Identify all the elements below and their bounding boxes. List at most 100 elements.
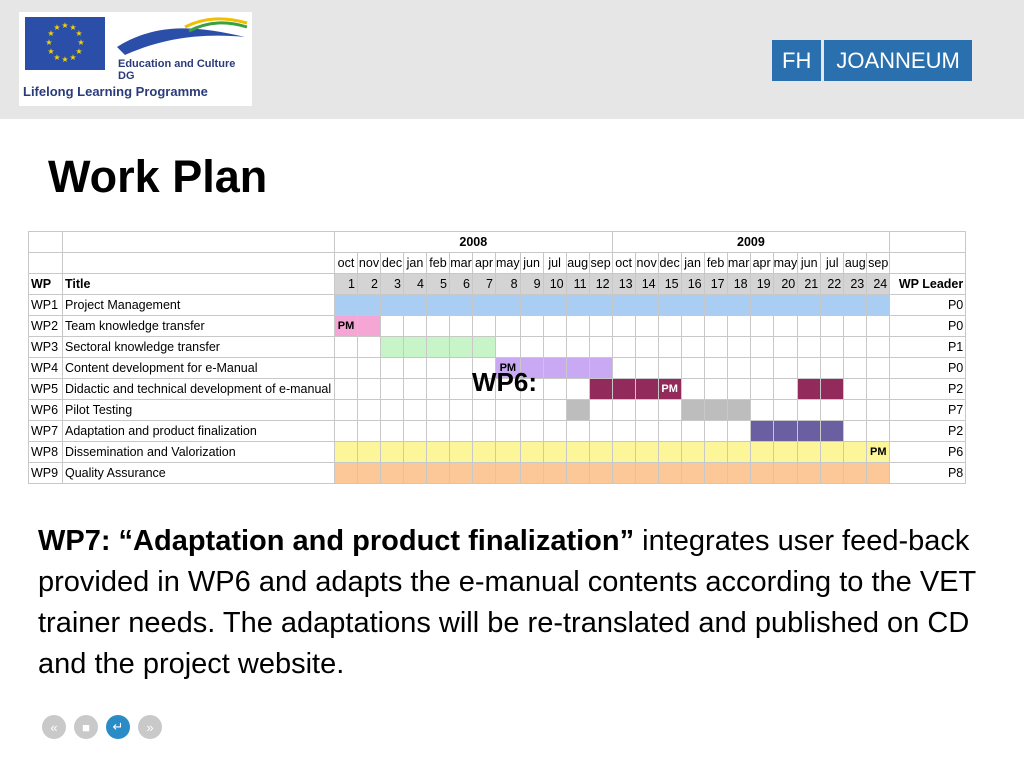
column-header-wp: WP (28, 273, 63, 295)
month-cell (866, 357, 891, 379)
fh-logo-part2: JOANNEUM (824, 40, 972, 81)
month-number: 24 (866, 273, 891, 295)
svg-text:★: ★ (45, 38, 52, 47)
gantt-bar-cell (472, 336, 496, 358)
month-label: jul (542, 252, 567, 274)
month-cell (843, 420, 868, 442)
next-icon[interactable]: » (138, 715, 162, 739)
blank-cell (889, 231, 967, 253)
month-cell (797, 357, 822, 379)
wp-leader: P0 (889, 294, 967, 316)
month-label: oct (334, 252, 358, 274)
gantt-bar-cell (357, 315, 381, 337)
gantt-bar-cell (634, 462, 659, 484)
gantt-bar-cell (380, 462, 404, 484)
month-cell (772, 399, 799, 421)
gantt-bar-cell (519, 294, 544, 316)
month-cell (357, 399, 381, 421)
month-cell (403, 378, 427, 400)
gantt-bar-cell (820, 378, 845, 400)
wp-title: Dissemination and Valorization (62, 441, 335, 463)
month-cell (680, 357, 705, 379)
month-cell (380, 357, 404, 379)
gantt-bar-cell (588, 357, 613, 379)
gantt-bar-cell: PM (657, 378, 682, 400)
wp-leader: P2 (889, 378, 967, 400)
month-cell (611, 315, 636, 337)
month-number: 11 (565, 273, 590, 295)
month-cell (449, 315, 473, 337)
month-number: 19 (749, 273, 774, 295)
month-label: mar (449, 252, 473, 274)
month-number: 14 (634, 273, 659, 295)
month-number: 10 (542, 273, 567, 295)
wp-leader: P7 (889, 399, 967, 421)
return-icon[interactable]: ↵ (106, 715, 130, 739)
slide-nav: « ■ ↵ » (42, 715, 162, 739)
gantt-bar-cell (843, 441, 868, 463)
month-cell (703, 420, 728, 442)
gantt-bar-cell (657, 441, 682, 463)
month-label: nov (634, 252, 659, 274)
gantt-bar-cell (820, 294, 845, 316)
gantt-bar-cell (542, 357, 567, 379)
gantt-bar-cell (749, 294, 774, 316)
month-label: aug (565, 252, 590, 274)
gantt-bar-cell (772, 462, 799, 484)
month-cell (797, 399, 822, 421)
month-cell (495, 315, 521, 337)
month-cell (449, 399, 473, 421)
gantt-bar-cell (703, 462, 728, 484)
month-number: 23 (843, 273, 868, 295)
month-cell (357, 420, 381, 442)
month-label: mar (726, 252, 751, 274)
month-cell (403, 315, 427, 337)
gantt-bar-cell (797, 294, 822, 316)
month-cell (843, 336, 868, 358)
gantt-bar-cell (449, 441, 473, 463)
month-number: 7 (472, 273, 496, 295)
month-cell (542, 315, 567, 337)
gantt-bar-cell (426, 336, 450, 358)
month-cell (657, 357, 682, 379)
gantt-bar-cell (380, 441, 404, 463)
gantt-bar-cell (749, 420, 774, 442)
month-number: 1 (334, 273, 358, 295)
month-cell (634, 399, 659, 421)
gantt-bar-cell (680, 294, 705, 316)
month-cell (703, 315, 728, 337)
stop-icon[interactable]: ■ (74, 715, 98, 739)
svg-text:★: ★ (53, 23, 60, 32)
svg-text:★: ★ (61, 55, 68, 64)
gantt-bar-cell (588, 294, 613, 316)
month-cell (519, 336, 544, 358)
gantt-bar-cell (611, 294, 636, 316)
month-label: feb (703, 252, 728, 274)
month-cell (449, 378, 473, 400)
month-cell (749, 378, 774, 400)
month-label: may (495, 252, 521, 274)
month-cell (426, 399, 450, 421)
gantt-bar-cell (449, 294, 473, 316)
gantt-bar-cell (565, 462, 590, 484)
wp-id: WP6 (28, 399, 63, 421)
gantt-bar-cell (797, 420, 822, 442)
month-cell (820, 315, 845, 337)
month-number: 16 (680, 273, 705, 295)
month-cell (588, 315, 613, 337)
month-cell (820, 399, 845, 421)
rewind-icon[interactable]: « (42, 715, 66, 739)
gantt-bar-cell (680, 399, 705, 421)
month-cell (519, 399, 544, 421)
wp-leader: P6 (889, 441, 967, 463)
month-cell (726, 420, 751, 442)
month-number: 8 (495, 273, 521, 295)
column-header-title: Title (62, 273, 335, 295)
